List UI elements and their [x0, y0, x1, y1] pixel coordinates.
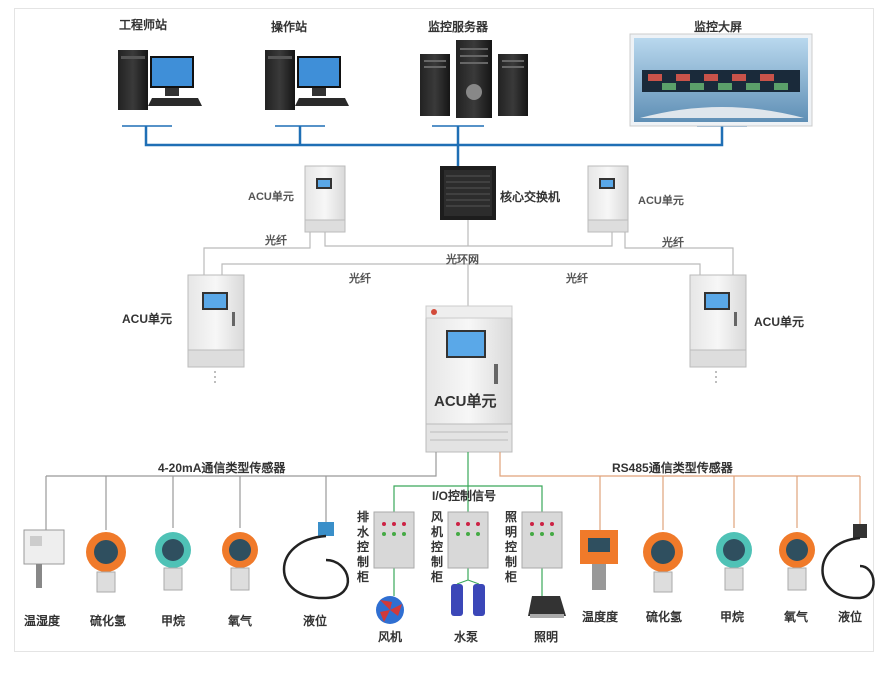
label-io-group: I/O控制信号 [432, 489, 497, 503]
label-right-sensor-1: 温度度 [582, 610, 619, 624]
label-core-switch: 核心交换机 [500, 190, 561, 204]
operator-station-icon [265, 50, 349, 110]
label-monitoring-wall: 监控大屏 [694, 20, 743, 34]
acu-cabinet-top-right [587, 165, 629, 233]
label-fiber-3: 光纤 [349, 273, 371, 285]
label-acu-top-right: ACU单元 [638, 195, 684, 207]
acu-cabinet-top-left [304, 165, 346, 233]
label-drain-cabinet: 排水控制柜 [356, 510, 369, 584]
label-acu-mid-left: ACU单元 [122, 312, 172, 326]
label-fiber-ring: 光环网 [446, 254, 479, 266]
pump-icon [451, 579, 485, 616]
label-left-sensor-1: 温湿度 [24, 614, 61, 628]
acu-cabinet-mid-left [187, 274, 245, 383]
label-light-cabinet: 照明控制柜 [504, 510, 517, 584]
level-sensor-icon-right [821, 524, 875, 600]
label-right-sensor-4: 氧气 [784, 610, 809, 624]
label-acu-center: ACU单元 [434, 393, 497, 410]
lighting-control-cabinet-icon [521, 511, 563, 569]
label-lighting: 照明 [534, 630, 559, 644]
label-acu-top-left: ACU单元 [248, 191, 294, 203]
acu-cabinet-mid-right [689, 274, 747, 383]
label-left-sensor-2: 硫化氢 [90, 614, 127, 628]
oxygen-sensor-icon-left [222, 532, 258, 591]
monitoring-wall-icon [629, 33, 813, 127]
label-right-sensor-3: 甲烷 [720, 610, 745, 624]
temp-humidity-sensor-icon [23, 529, 65, 588]
rs485-sensor-bus [499, 452, 861, 530]
top-network-bus [144, 126, 724, 166]
acu-cabinet-center [425, 305, 513, 453]
fiber-ring-lines [203, 220, 734, 306]
label-rs485-group: RS485通信类型传感器 [612, 461, 733, 475]
label-left-sensor-4: 氧气 [228, 614, 253, 628]
label-monitoring-server: 监控服务器 [428, 20, 489, 34]
drain-control-cabinet-icon [373, 511, 415, 569]
label-fan: 风机 [378, 630, 403, 644]
label-fiber-2: 光纤 [662, 237, 684, 249]
analog-sensor-bus [45, 452, 437, 530]
label-right-sensor-5: 液位 [838, 610, 863, 624]
monitoring-server-icon [420, 40, 528, 118]
engineer-workstation-icon [118, 50, 202, 110]
label-acu-mid-right: ACU单元 [754, 315, 804, 329]
methane-sensor-icon-left [155, 532, 191, 591]
label-left-sensor-5: 液位 [303, 614, 328, 628]
label-left-sensor-3: 甲烷 [161, 614, 186, 628]
label-pump: 水泵 [454, 630, 479, 644]
core-switch-icon [440, 166, 496, 220]
fan-icon [376, 596, 404, 624]
label-fan-cabinet: 风机控制柜 [430, 510, 443, 584]
label-right-sensor-2: 硫化氢 [646, 610, 683, 624]
oxygen-sensor-icon-right [779, 532, 815, 591]
label-fiber-4: 光纤 [566, 273, 588, 285]
label-fiber-1: 光纤 [265, 235, 287, 247]
h2s-sensor-icon-left [86, 532, 126, 593]
lighting-icon [528, 596, 566, 618]
label-analog-group: 4-20mA通信类型传感器 [158, 461, 286, 475]
level-sensor-icon-left [282, 522, 349, 600]
temperature-sensor-icon-right [580, 530, 618, 590]
label-operator-station: 操作站 [271, 20, 308, 34]
h2s-sensor-icon-right [643, 532, 683, 593]
label-engineer-station: 工程师站 [119, 18, 168, 32]
methane-sensor-icon-right [716, 532, 752, 591]
fan-control-cabinet-icon [447, 511, 489, 569]
io-control-bus [393, 452, 543, 596]
